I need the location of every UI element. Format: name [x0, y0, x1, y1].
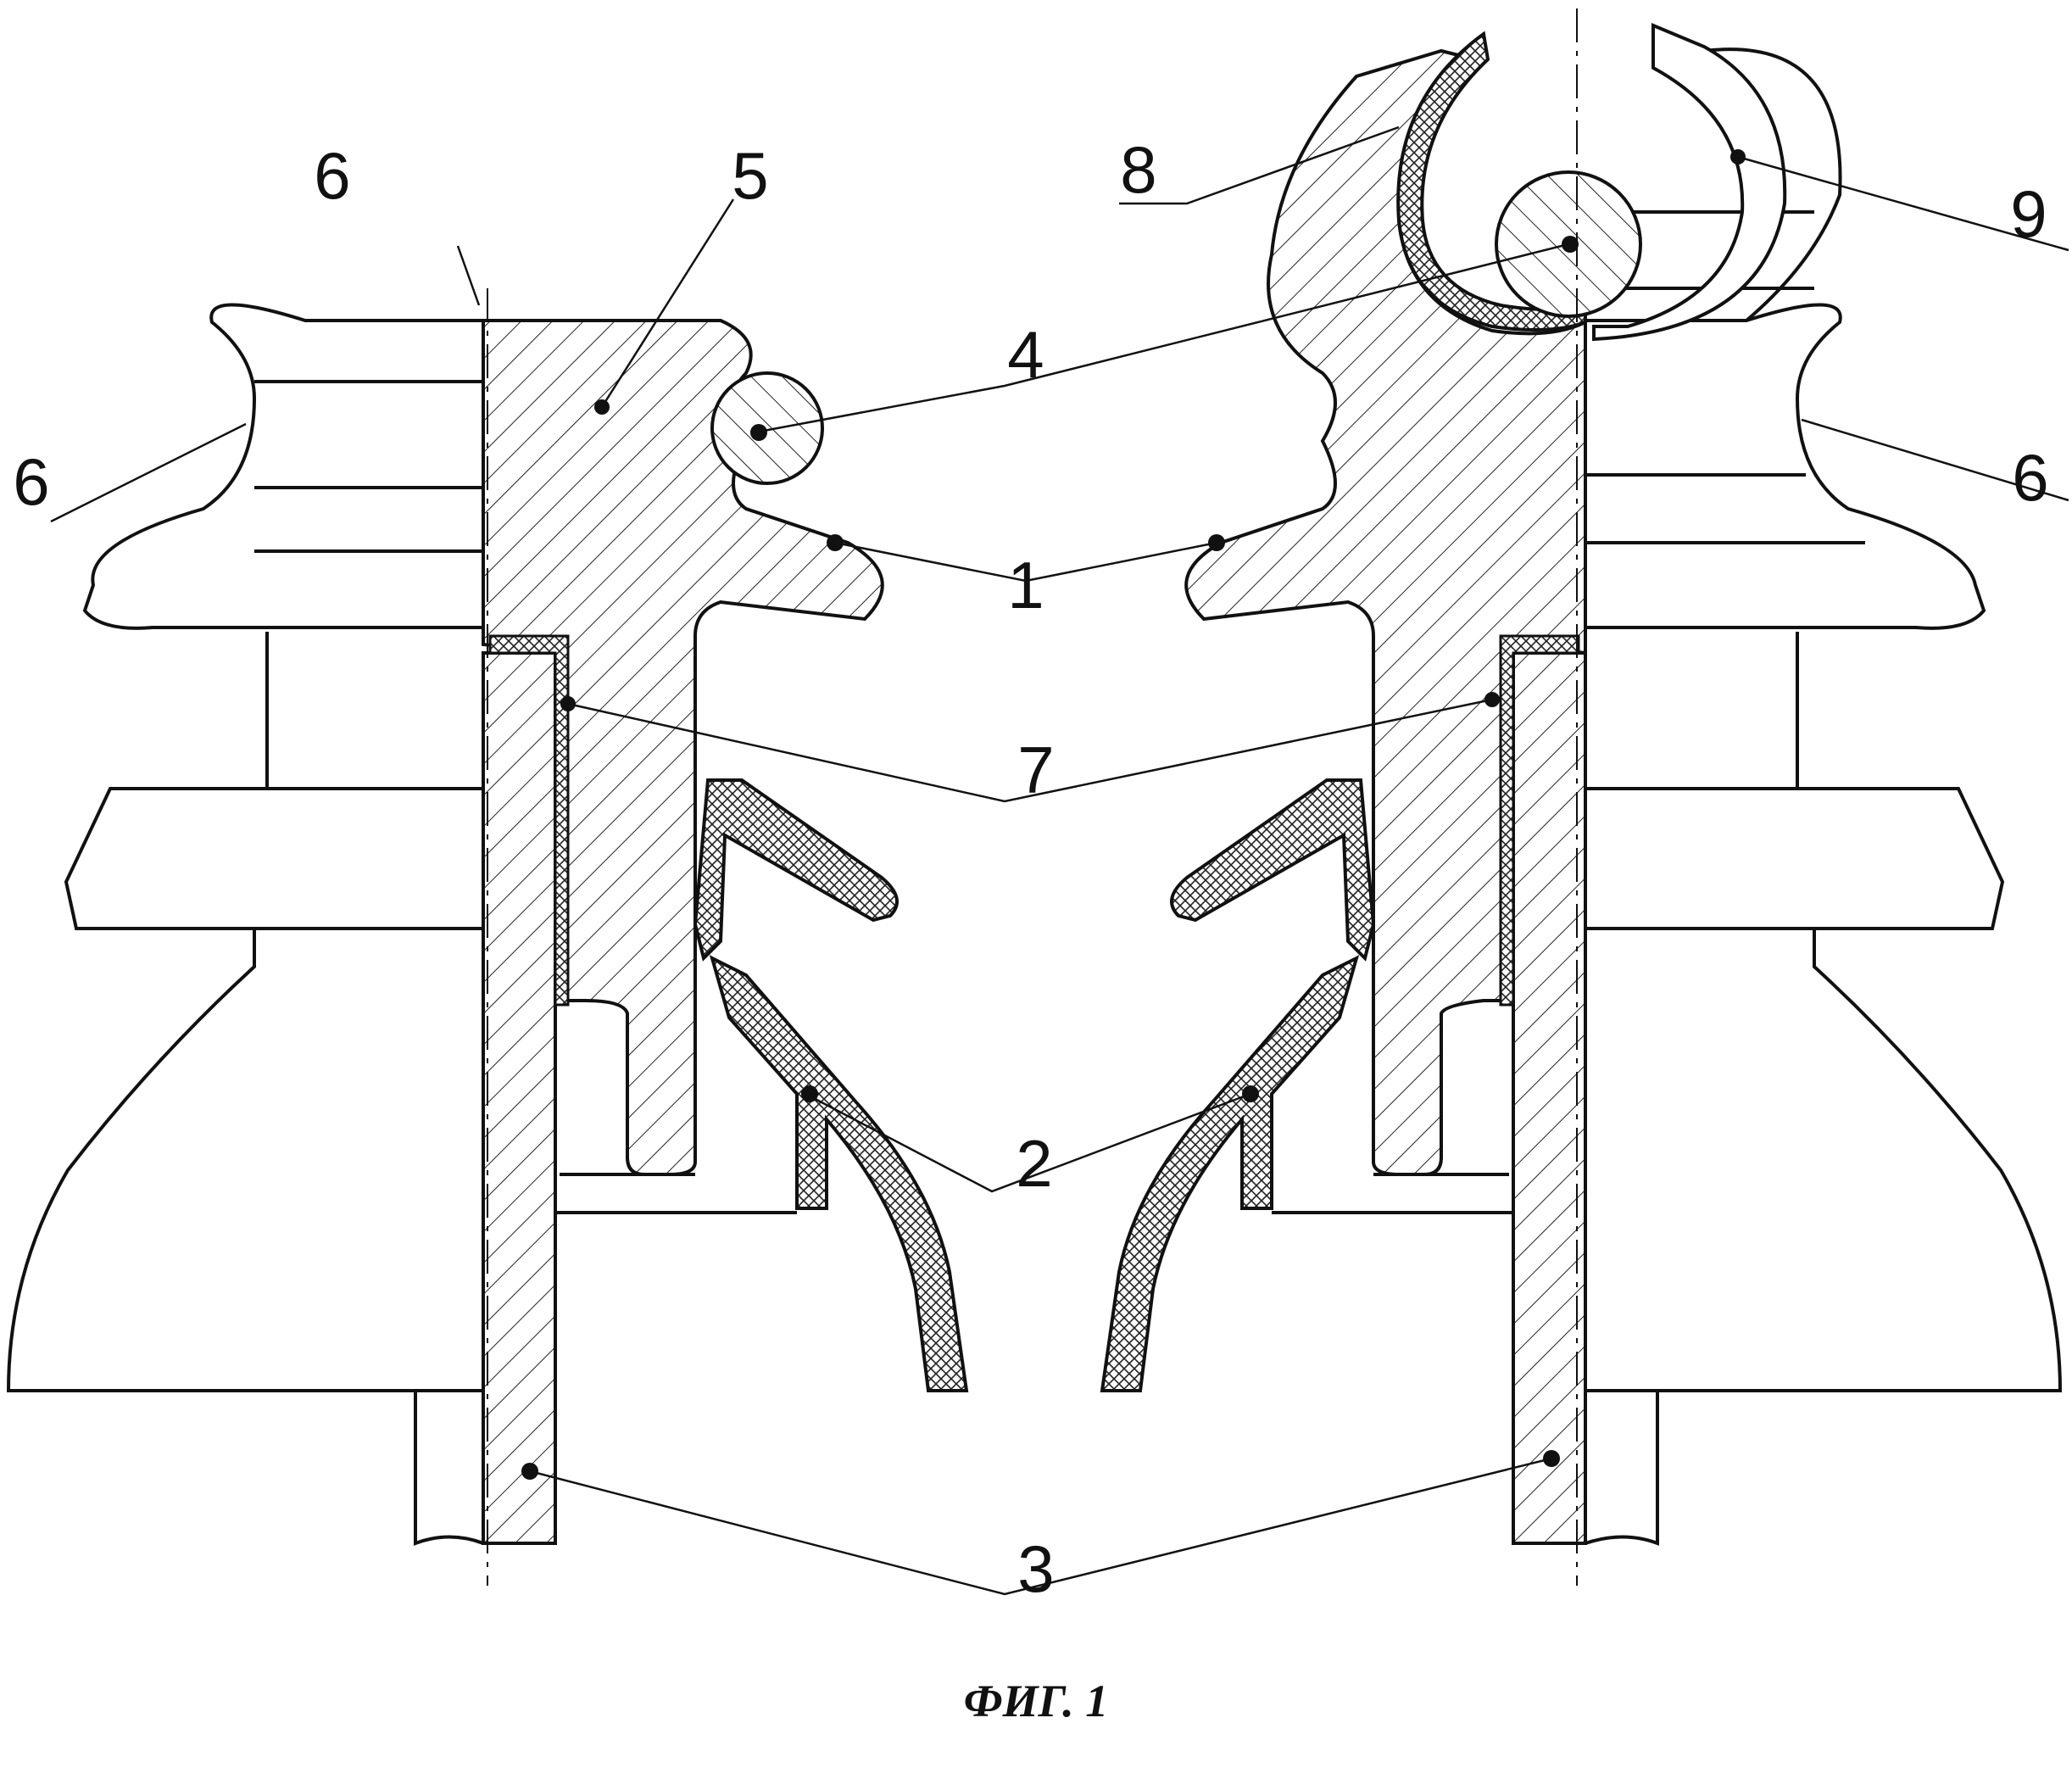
callout-6-top: 6	[314, 138, 351, 213]
left-coating-skirt	[709, 955, 969, 1392]
left-pin	[482, 651, 557, 1545]
callout-6-left: 6	[13, 444, 50, 519]
right-coating-skirt	[1100, 955, 1360, 1392]
right-coating-shed	[1170, 778, 1376, 962]
left-wire-section	[710, 371, 824, 485]
left-cement-layer	[488, 634, 570, 1007]
callout-2: 2	[1016, 1126, 1053, 1201]
callout-3: 3	[1017, 1531, 1055, 1606]
right-cement-layer	[1499, 634, 1580, 1007]
left-insulator-outline	[82, 303, 483, 630]
leader-lines	[50, 125, 2069, 1596]
callout-4: 4	[1007, 317, 1044, 392]
right-insulator	[1585, 47, 2063, 1546]
left-coating-shed	[693, 778, 899, 962]
callout-5: 5	[732, 138, 769, 213]
callout-7: 7	[1017, 733, 1055, 807]
leader-dots	[521, 149, 1746, 1480]
callout-9: 9	[2010, 176, 2047, 251]
right-hook-liner	[1396, 31, 1587, 332]
callout-1: 1	[1007, 548, 1044, 622]
figure-caption: ФИГ. 1	[963, 1676, 1109, 1726]
left-insulator	[6, 303, 484, 1546]
right-pin	[1512, 651, 1587, 1545]
right-insulator-outline	[1585, 303, 1986, 630]
callout-6-right: 6	[2012, 440, 2049, 515]
callout-8: 8	[1120, 132, 1157, 207]
